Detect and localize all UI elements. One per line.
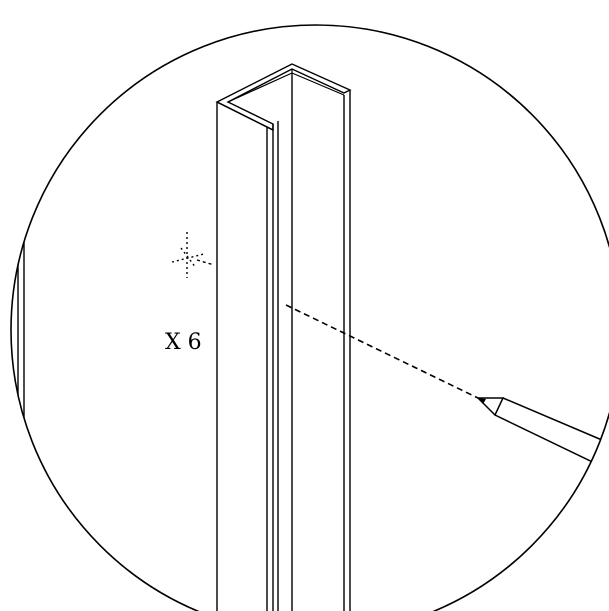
- marking-guide-line: [285, 304, 479, 399]
- pencil-icon: [476, 397, 609, 471]
- drill-mark-icon: [171, 232, 215, 278]
- magnifier-circle: [10, 24, 609, 611]
- magnified-view-content: X 6: [17, 63, 609, 611]
- u-channel-profile: [215, 63, 352, 611]
- quantity-label: X 6: [165, 330, 202, 355]
